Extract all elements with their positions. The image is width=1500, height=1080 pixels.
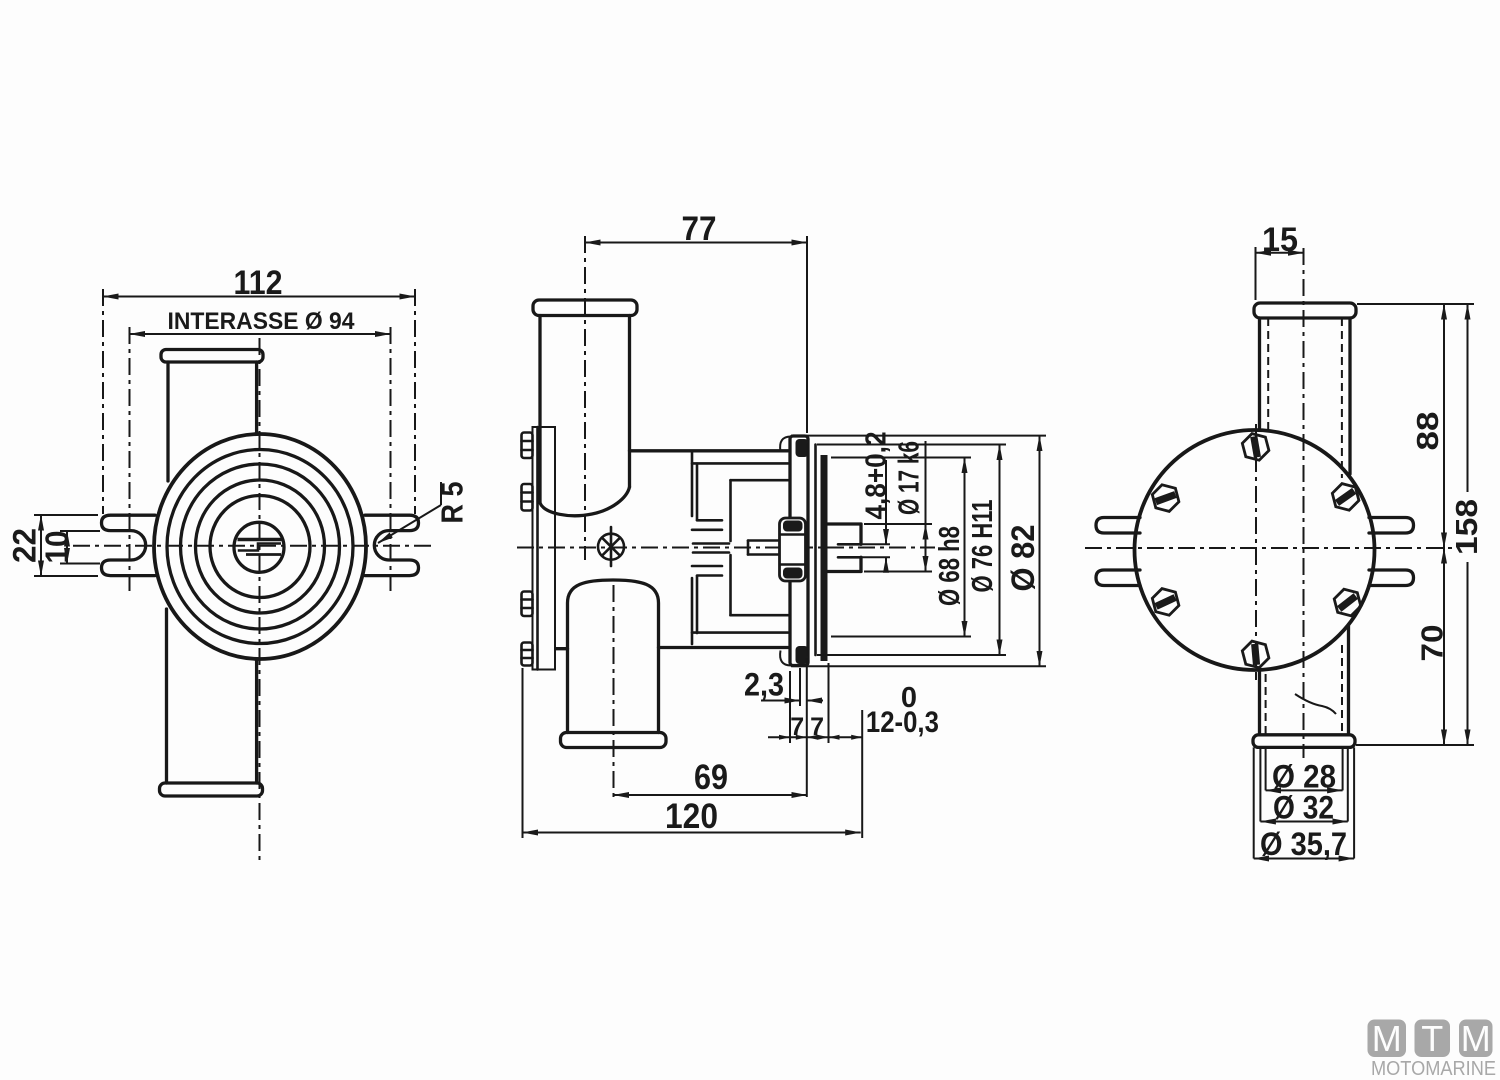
svg-text:R 5: R 5 <box>435 482 470 524</box>
svg-text:4,8+0,2: 4,8+0,2 <box>861 432 893 520</box>
svg-text:0: 0 <box>901 682 917 714</box>
svg-text:Ø 32: Ø 32 <box>1273 790 1334 826</box>
svg-text:Ø 68 h8: Ø 68 h8 <box>934 526 966 606</box>
svg-text:7: 7 <box>790 713 804 741</box>
svg-text:69: 69 <box>694 758 728 797</box>
svg-text:10: 10 <box>39 531 75 564</box>
svg-text:158: 158 <box>1449 499 1484 555</box>
svg-text:Ø 82: Ø 82 <box>1005 525 1041 592</box>
svg-text:MOTOMARINE: MOTOMARINE <box>1371 1058 1496 1080</box>
svg-text:Ø 17 k6: Ø 17 k6 <box>894 441 926 515</box>
svg-text:12-0,3: 12-0,3 <box>866 706 939 739</box>
svg-text:2,3: 2,3 <box>744 667 784 703</box>
svg-text:M: M <box>1372 1018 1402 1059</box>
svg-text:INTERASSE Ø 94: INTERASSE Ø 94 <box>168 308 355 335</box>
svg-text:120: 120 <box>665 797 718 836</box>
svg-text:7: 7 <box>810 713 824 741</box>
svg-text:22: 22 <box>7 528 43 563</box>
svg-text:M: M <box>1461 1018 1491 1059</box>
svg-text:T: T <box>1421 1018 1443 1059</box>
svg-text:Ø 35,7: Ø 35,7 <box>1260 826 1347 862</box>
svg-text:Ø 76 H11: Ø 76 H11 <box>967 500 999 593</box>
svg-text:88: 88 <box>1410 412 1445 451</box>
